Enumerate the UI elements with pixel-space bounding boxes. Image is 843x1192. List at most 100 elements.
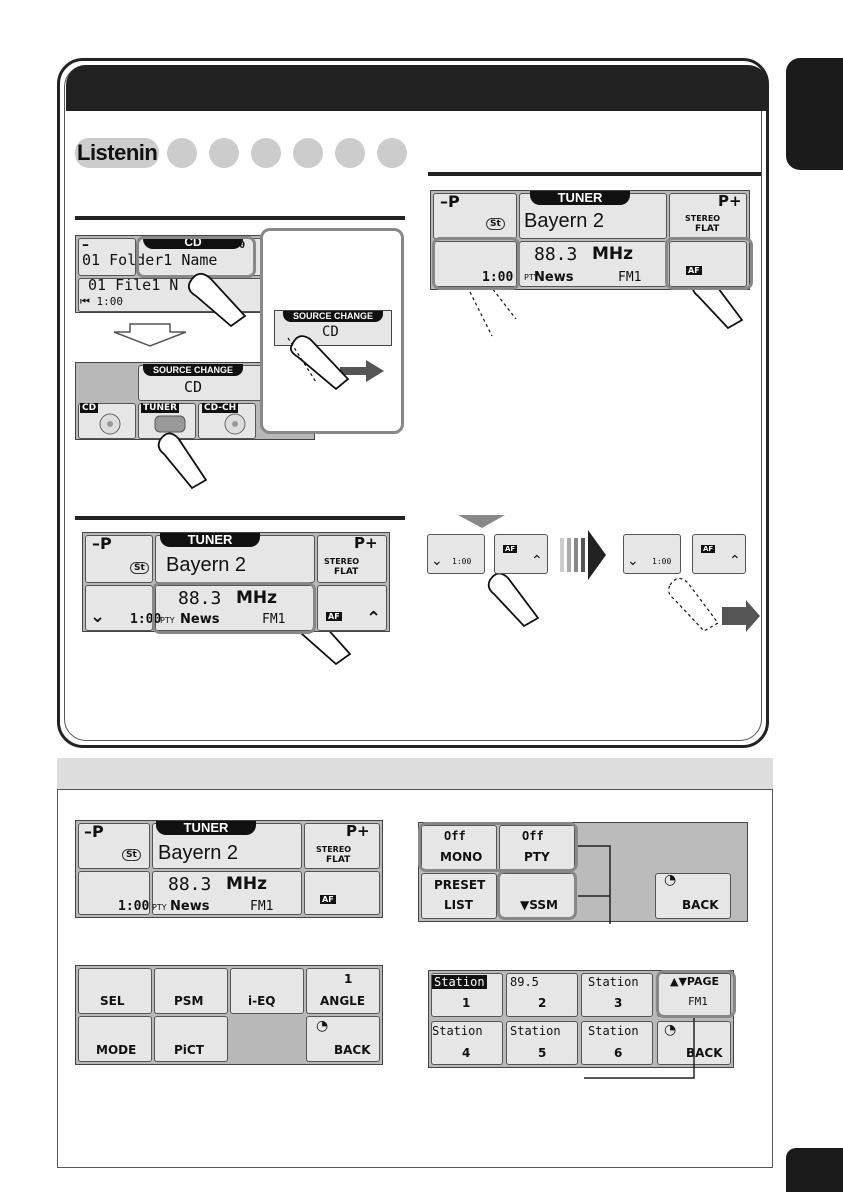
preset-list-line1: PRESET	[434, 878, 486, 892]
cd-file-button[interactable]	[78, 278, 263, 312]
flat-indicator-right: FLAT	[695, 224, 720, 234]
preset-3-name: Station	[588, 975, 639, 989]
seek-down-button-bottom[interactable]	[78, 871, 150, 915]
preset-5-button[interactable]	[506, 1021, 578, 1065]
ssm-label: ▼SSM	[520, 898, 558, 912]
preset-2-num: 2	[538, 996, 547, 1010]
frequency-area-bottom	[152, 871, 302, 915]
preset-list-line2: LIST	[444, 898, 473, 912]
chevron-down-icon: ⌄	[90, 606, 106, 627]
sel-button[interactable]	[78, 968, 152, 1014]
angle-number: 1	[344, 972, 353, 986]
preset-2-button[interactable]	[506, 973, 578, 1017]
preset-minus-button[interactable]	[85, 535, 153, 583]
main-menu-screen	[75, 965, 383, 1065]
page-label: ▲▼PAGE	[670, 975, 720, 988]
seek-up-button-right[interactable]	[669, 241, 747, 287]
disc-icons	[99, 413, 246, 435]
mono-state: Off	[444, 829, 466, 843]
frequency-unit: MHz	[236, 588, 278, 608]
seek-up-button-bottom[interactable]	[304, 871, 380, 915]
preset-minus-button-right[interactable]	[433, 193, 517, 239]
pty-tag-bottom: PTY	[152, 903, 167, 912]
flat-indicator: FLAT	[334, 567, 359, 577]
frequency-highlight	[152, 582, 316, 634]
band: FM1	[262, 612, 286, 627]
pict-button[interactable]	[154, 1016, 228, 1062]
minus-button[interactable]: –	[78, 237, 136, 276]
cd-file-name: 01 File1 N	[88, 276, 179, 294]
divider-rule	[75, 516, 405, 520]
angle-button[interactable]	[306, 968, 380, 1014]
preset-6-button[interactable]	[581, 1021, 653, 1065]
preset-4-num: 4	[462, 1046, 471, 1060]
stereo-indicator-bottom: STEREO	[316, 845, 352, 854]
stereo-indicator-right: STEREO	[685, 214, 721, 223]
source-cd-label: CD	[80, 403, 99, 413]
preset-plus-label: P+	[354, 534, 378, 552]
seek-up-button[interactable]	[317, 585, 387, 631]
angle-label: ANGLE	[320, 994, 366, 1008]
tuner-source-label: TUNER	[160, 533, 260, 547]
band-right: FM1	[618, 270, 642, 285]
ieq-label: i-EQ	[248, 994, 276, 1008]
preset-minus-button-bottom[interactable]	[78, 823, 150, 869]
station-name-bottom: Bayern 2	[158, 842, 239, 864]
preset-minus-label: –P	[92, 534, 112, 553]
cd-elapsed: ⏮ 1:00	[80, 295, 124, 308]
small-seek-up-button-2[interactable]: AF⌃	[692, 534, 746, 574]
back-button-tuner[interactable]	[655, 873, 731, 919]
preset-plus-label-bottom: P+	[346, 822, 370, 840]
source-tuner-label: TUNER	[141, 403, 180, 413]
callout-header: SOURCE CHANGE	[283, 311, 383, 322]
mode-button[interactable]	[78, 1016, 152, 1062]
frequency-right: 88.3	[534, 244, 578, 265]
st-indicator-bottom: St	[122, 849, 141, 861]
af-indicator: AF	[326, 612, 342, 621]
psm-button[interactable]	[154, 968, 228, 1014]
small-seek-down-button[interactable]: 1:00⌄	[427, 534, 485, 574]
page-button[interactable]	[657, 973, 731, 1017]
source-cdch-label: CD-CH	[202, 403, 239, 413]
mode-label: MODE	[96, 1043, 137, 1057]
language-tab	[786, 58, 843, 170]
small-seek-up-button[interactable]: AF⌃	[494, 534, 548, 574]
small-seek-down-button-2[interactable]: 1:00⌄	[623, 534, 681, 574]
preset-1-num: 1	[462, 996, 471, 1010]
pty-tag: PTY	[160, 616, 175, 625]
title-bar	[66, 65, 768, 111]
mono-button[interactable]	[421, 825, 497, 871]
back-button-menu[interactable]	[306, 1016, 380, 1062]
preset-5-num: 5	[538, 1046, 547, 1060]
preset-3-button[interactable]	[581, 973, 653, 1017]
frequency-bottom: 88.3	[168, 874, 212, 895]
preset-minus-label-bottom: –P	[84, 822, 104, 841]
pty-value-bottom: News	[170, 899, 210, 914]
mono-label: MONO	[440, 850, 483, 864]
pty-label: PTY	[524, 850, 550, 864]
page-number-tab	[786, 1148, 843, 1192]
tuner-screen-right	[430, 190, 750, 290]
preset-4-button[interactable]	[431, 1021, 503, 1065]
preset-1-name: Station	[432, 975, 487, 989]
preset-plus-button-bottom[interactable]	[304, 823, 380, 869]
source-change-header: SOURCE CHANGE	[143, 364, 243, 376]
tuner-source-label-right: TUNER	[530, 191, 630, 205]
page-band: FM1	[688, 995, 708, 1008]
af-indicator-right: AF	[686, 266, 702, 275]
back-icon-tuner: ◔	[664, 872, 677, 888]
section-heading: Listenin	[75, 138, 408, 168]
back-icon-preset: ◔	[664, 1022, 677, 1038]
ssm-button[interactable]	[499, 873, 575, 919]
preset-list-button[interactable]	[421, 873, 497, 919]
ieq-button[interactable]	[230, 968, 304, 1014]
frequency-area-right	[519, 241, 667, 287]
preset-3-num: 3	[614, 996, 623, 1010]
preset-plus-button-right[interactable]	[669, 193, 747, 239]
callout-lines	[578, 845, 611, 924]
section-title: Listenin	[75, 138, 160, 168]
right-arrow-icon	[340, 360, 384, 382]
callout-value: CD	[322, 324, 339, 340]
tuner-source-label-bottom: TUNER	[156, 821, 256, 835]
preset-plus-button[interactable]	[317, 535, 387, 583]
